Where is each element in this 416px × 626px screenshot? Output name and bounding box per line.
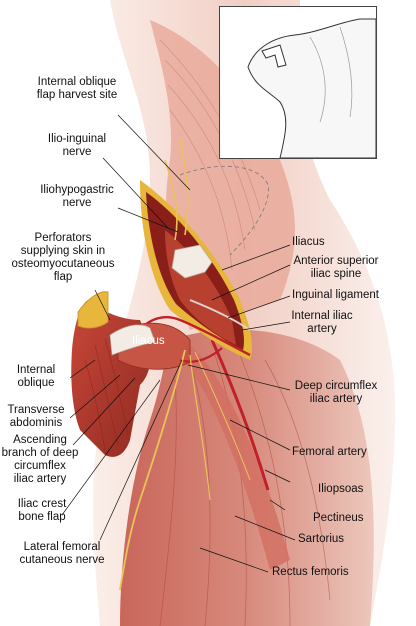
label-ascending-branch: Ascending branch of deep circumflex ilia… xyxy=(1,434,79,485)
label-internal-oblique-flap-harvest-site: Internal oblique flap harvest site xyxy=(36,76,118,101)
label-perforators: Perforators supplying skin in osteomyocu… xyxy=(11,232,115,283)
iliohypogastric-nerve-path xyxy=(179,139,189,236)
iliac-bone-exposed xyxy=(171,244,213,279)
label-internal-oblique: Internal oblique xyxy=(16,364,56,389)
label-transverse-abdominis: Transverse abdominis xyxy=(7,404,65,429)
label-iliacus: Iliacus xyxy=(292,236,325,248)
label-ilio-inguinal-nerve: Ilio-inguinal nerve xyxy=(47,133,107,158)
label-femoral-artery: Femoral artery xyxy=(292,446,367,458)
lateral-femoral-cutaneous-nerve-path xyxy=(119,349,186,591)
flap-pedicle xyxy=(179,347,223,363)
label-rectus-femoris: Rectus femoris xyxy=(272,566,349,578)
sartorius-muscle xyxy=(178,345,290,570)
ilioinguinal-nerve-path xyxy=(164,159,178,241)
label-inguinal-ligament: Inguinal ligament xyxy=(292,289,379,301)
flap-skin-paddle xyxy=(77,291,109,329)
label-iliopsoas: Iliopsoas xyxy=(318,483,364,495)
label-lateral-femoral-cutaneous-nerve: Lateral femoral cutaneous nerve xyxy=(19,541,105,566)
deep-circumflex-iliac-artery-path xyxy=(139,316,251,357)
label-iliacus-flap: Iliacus xyxy=(132,335,165,347)
femoral-artery xyxy=(210,339,270,491)
label-pectineus: Pectineus xyxy=(313,512,364,524)
inguinal-ligament-line xyxy=(189,299,251,331)
dashed-harvest-outline xyxy=(179,165,269,256)
hip-bone-sketch xyxy=(247,18,377,159)
label-anterior-superior-iliac-spine: Anterior superior iliac spine xyxy=(293,255,379,280)
label-deep-circumflex-iliac-artery: Deep circumflex iliac artery xyxy=(294,380,378,405)
label-internal-iliac-artery: Internal iliac artery xyxy=(291,310,353,335)
flap-bone xyxy=(109,324,156,356)
label-sartorius: Sartorius xyxy=(298,533,345,545)
label-iliohypogastric-nerve: Iliohypogastric nerve xyxy=(40,184,114,209)
orientation-inset xyxy=(219,6,377,159)
leader-lines xyxy=(61,114,296,573)
label-iliac-crest-bone-flap: Iliac crest bone flap xyxy=(17,498,67,523)
